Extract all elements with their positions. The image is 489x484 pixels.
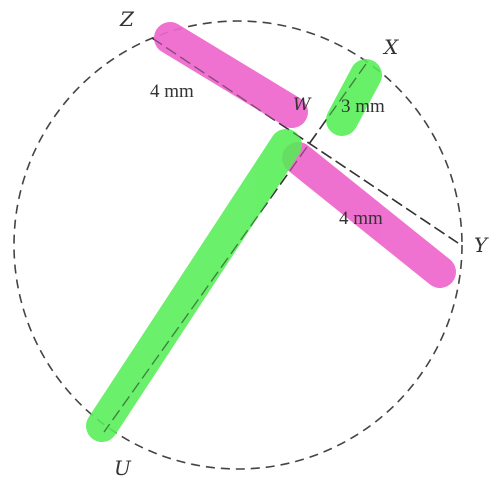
highlight-wx xyxy=(326,59,382,136)
point-label-y: Y xyxy=(474,233,489,257)
length-label-wx: 3 mm xyxy=(341,96,385,117)
highlight-wu xyxy=(86,129,302,442)
circle xyxy=(13,20,463,470)
point-label-z: Z xyxy=(119,7,135,31)
point-label-w: W xyxy=(293,95,312,115)
chord-zy-overlay xyxy=(151,37,459,244)
length-label-wy: 4 mm xyxy=(339,208,383,229)
length-label-zw: 4 mm xyxy=(150,81,194,102)
highlight-zw xyxy=(154,22,308,128)
highlight-zy xyxy=(154,22,456,288)
point-label-x: X xyxy=(382,35,399,59)
point-label-u: U xyxy=(114,456,132,480)
highlight-wy xyxy=(282,142,456,288)
highlight-xu xyxy=(86,59,382,442)
chord-xu-overlay xyxy=(103,63,367,433)
